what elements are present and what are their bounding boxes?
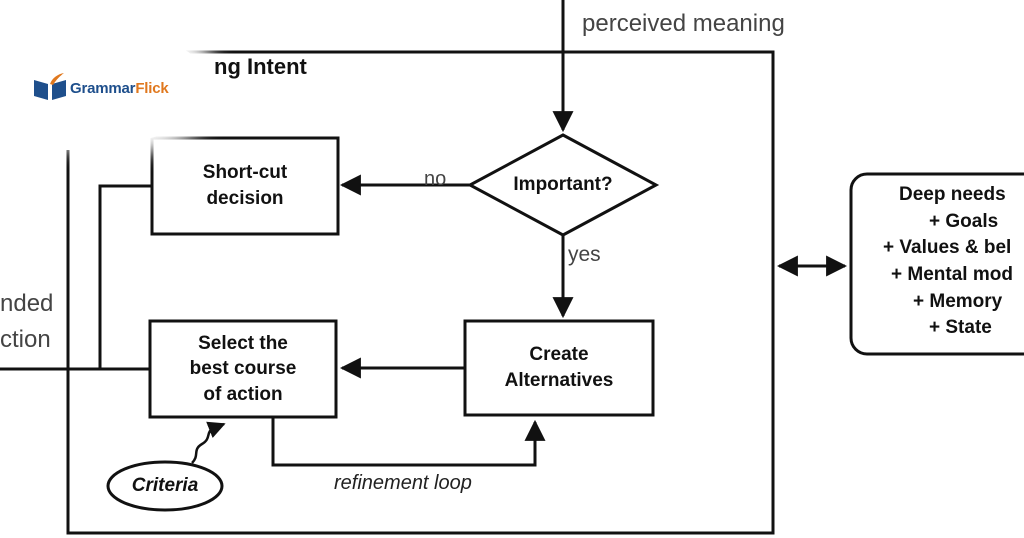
select-box [148,319,338,419]
frame-title: ng Intent [214,54,307,79]
outer-frame [66,50,775,535]
criteria-squiggle [191,421,226,464]
refinement-loop-label: refinement loop [334,472,472,494]
refinement-loop [271,417,546,467]
decision-label: Important? [513,174,613,196]
select-label: Select the best course of action [189,332,297,405]
perceived-meaning-label: perceived meaning [582,10,785,37]
deep-needs-box [849,172,1024,356]
shortcut-box [150,136,340,236]
alternatives-label: Create Alternatives [504,344,614,391]
shortcut-label: Short-cut decision [202,162,288,209]
output-label-line2: ction [0,326,51,353]
deep-needs-label: Deep needs + Goals + Values & bel + Ment… [883,184,1013,339]
alternatives-box [463,319,655,417]
no-edge-label: no [424,168,447,190]
yes-edge-label: yes [568,243,601,266]
output-label-line1: nded [0,290,54,317]
shortcut-output-line [98,184,152,369]
logo-backdrop [20,32,210,142]
criteria-label: Criteria [131,475,199,497]
logo-book-icon [34,73,66,100]
logo-wordmark: GrammarFlick [70,80,169,97]
criteria-ellipse [106,460,224,512]
